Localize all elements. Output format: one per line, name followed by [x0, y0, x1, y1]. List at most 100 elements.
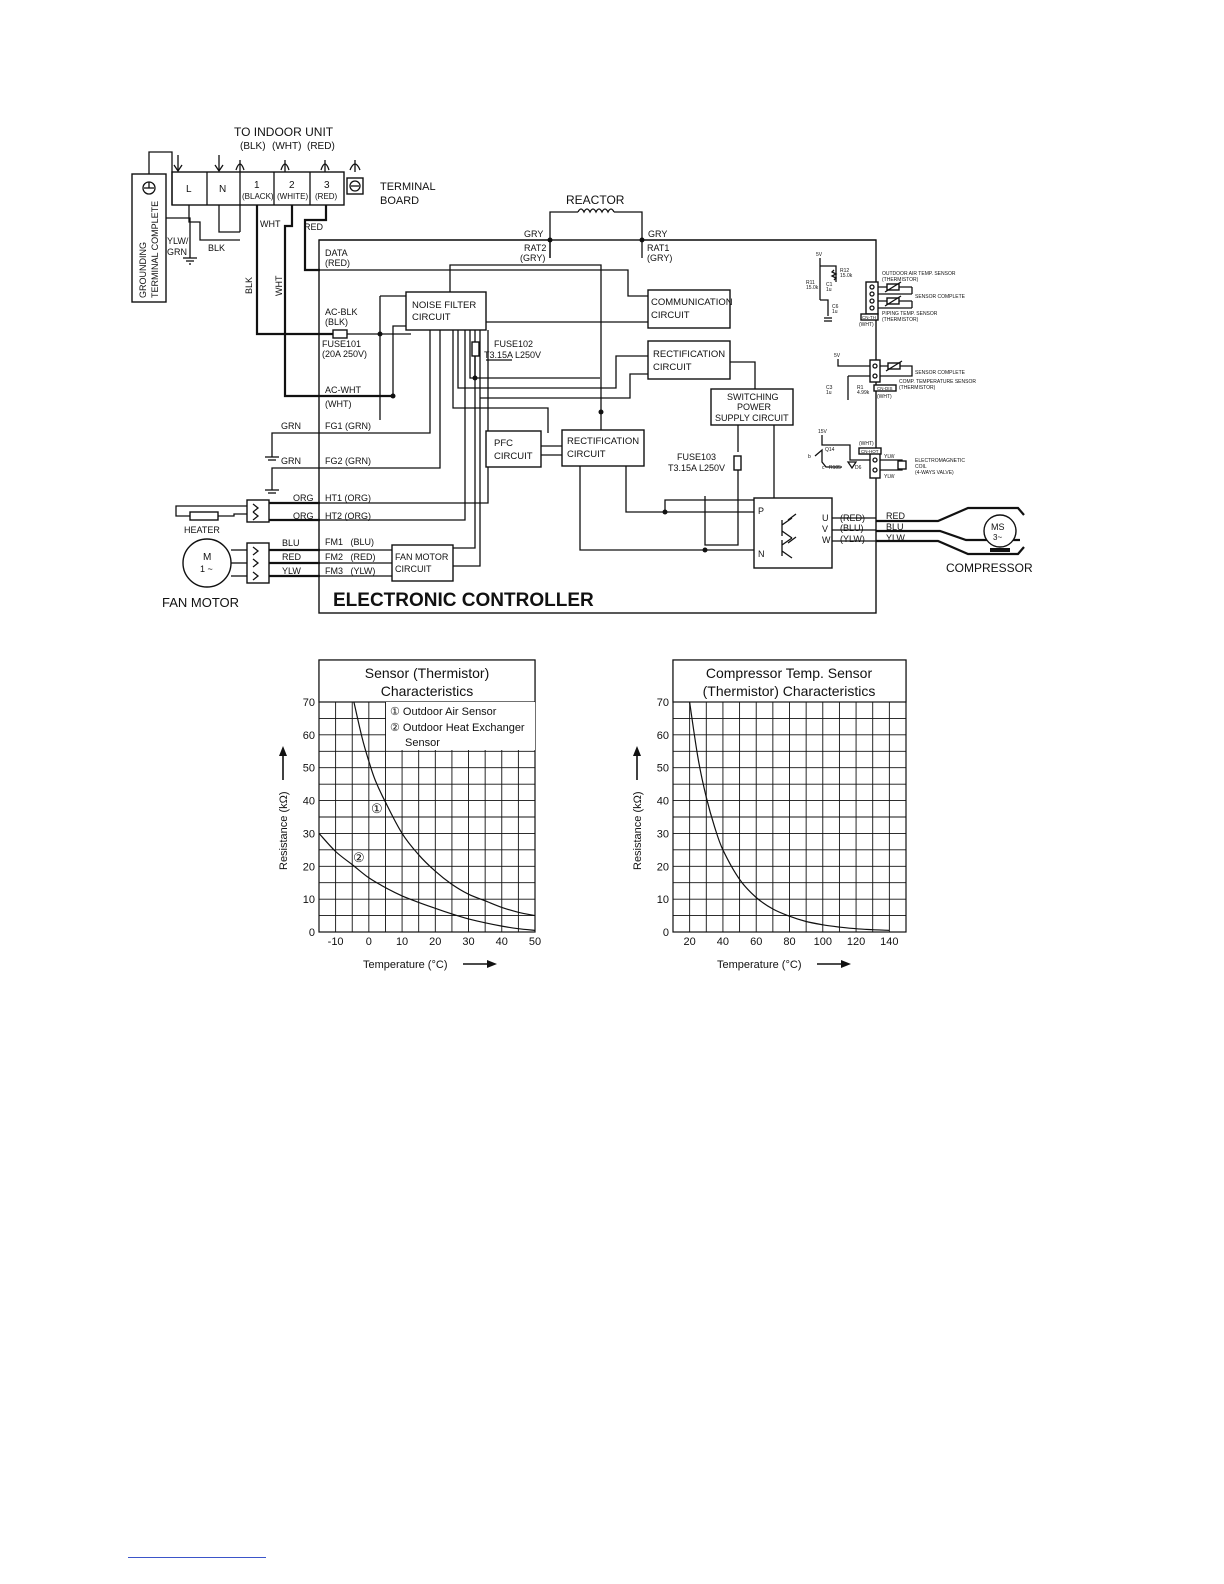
wiring-diagram: ELECTRONIC CONTROLLER TO INDOOR UNIT (BL…	[131, 125, 1033, 614]
terminal-board-label-2: BOARD	[380, 195, 419, 207]
fg1-wire	[271, 432, 320, 457]
chart1-title-line-1: Sensor (Thermistor)	[365, 665, 489, 681]
rectification-1-label-2: CIRCUIT	[653, 362, 692, 373]
thermistor-chart-2: Compressor Temp. Sensor (Thermistor) Cha…	[632, 659, 907, 971]
chart2-title-line-1: Compressor Temp. Sensor	[706, 665, 873, 681]
noise-filter-label-2: CIRCUIT	[412, 312, 451, 323]
chart1-legend-2: ② Outdoor Heat Exchanger	[390, 722, 525, 734]
fan-wire-ylw: YLW	[282, 566, 301, 576]
chart1-legend-1: ① Outdoor Air Sensor	[390, 706, 497, 718]
power-module: P N U V W	[753, 497, 833, 569]
indoor-color-red: (RED)	[307, 141, 335, 152]
c6-value: 1u	[832, 309, 838, 315]
chart2-y-tick: 40	[657, 796, 669, 808]
terminal-board-label-1: TERMINAL	[380, 181, 436, 193]
chart2-y-tick: 50	[657, 763, 669, 775]
terminal-3-sub: (RED)	[315, 192, 338, 201]
r12-label: R12	[840, 268, 849, 274]
pfc-circuit-box	[485, 430, 542, 468]
fuse101-label-2: (20A 250V)	[322, 349, 367, 359]
fan-wire-blu: BLU	[282, 538, 300, 548]
pin-v: V	[822, 524, 828, 534]
terminal-board: L N 1 (BLACK) 2 (WHITE) 3 (RED)	[171, 171, 364, 206]
chart1-x-tick: 10	[396, 936, 408, 948]
ht2-label: HT2 (ORG)	[325, 511, 371, 521]
fg1-label: FG1 (GRN)	[325, 421, 371, 431]
cn-dis-color: (WHT)	[877, 394, 892, 400]
chart1-xlabel: Temperature (°C)	[363, 959, 447, 971]
comp-temp-sensor-label-2: (THERMISTOR)	[899, 385, 936, 391]
chart1-title-box	[318, 659, 536, 703]
fg2-wire	[271, 467, 320, 490]
terminal-2: 2	[289, 180, 295, 191]
chart2-y-tick: 60	[657, 730, 669, 742]
cn-th-color: (WHT)	[859, 322, 874, 328]
chart1-y-tick: 70	[303, 697, 315, 709]
d6-label: D6	[855, 465, 862, 471]
fan-motor-circuit-label-2: CIRCUIT	[395, 564, 432, 574]
data-label-1: DATA	[325, 248, 348, 258]
compressor-label: COMPRESSOR	[946, 561, 1033, 575]
comp-wire-red: RED	[886, 511, 906, 521]
sensor-circuits: 5V R12 15.0k R11 15.0k C1 1u C6 1u OUTDO…	[806, 252, 976, 480]
electromagnetic-label-2: COIL	[915, 464, 927, 470]
ylw-label-2: YLW	[884, 474, 895, 480]
indoor-color-wht: (WHT)	[272, 141, 301, 152]
ac-wht-label-2: (WHT)	[325, 399, 352, 409]
chart2-x-tick: 60	[750, 936, 762, 948]
n-wire	[218, 205, 240, 233]
fuse101-label-1: FUSE101	[322, 339, 361, 349]
chart2-x-arrow	[817, 960, 851, 968]
footnote-rule	[128, 1557, 266, 1558]
fuse102-label-1: FUSE102	[494, 339, 533, 349]
electronic-controller-label: ELECTRONIC CONTROLLER	[333, 590, 594, 611]
noise-filter-circuit-box	[405, 291, 487, 331]
chart2-y-tick: 20	[657, 861, 669, 873]
data-label-2: (RED)	[325, 258, 350, 268]
chart1-x-arrow	[463, 960, 497, 968]
chart1-title-line-2: Characteristics	[381, 683, 474, 699]
chart2-y-arrow	[633, 746, 641, 780]
fuse102-symbol	[471, 341, 480, 357]
c-label: c	[822, 465, 825, 471]
c1-value: 1u	[826, 287, 832, 293]
cn-th-label: CN-TH	[862, 315, 876, 320]
sensor-complete-label-1: SENSOR COMPLETE	[915, 294, 966, 300]
fan-motor-circuit-box	[391, 544, 454, 582]
communication-circuit-box	[647, 289, 731, 329]
chart2-y-tick: 10	[657, 894, 669, 906]
chart2-x-tick: 100	[814, 936, 832, 948]
terminal-1: 1	[254, 180, 260, 191]
cn-hot-color: (WHT)	[859, 441, 874, 447]
fan-motor: M 1 ~ FAN MOTOR	[162, 538, 320, 610]
chart2-x-tick: 120	[847, 936, 865, 948]
compressor-phase: 3~	[993, 533, 1002, 542]
fuse103-label-1: FUSE103	[677, 452, 716, 462]
fan-motor-circuit-label-1: FAN MOTOR	[395, 552, 449, 562]
uvw-red: (RED)	[840, 513, 865, 523]
rat1-label-2: (GRY)	[647, 253, 672, 263]
chart1-y-arrow	[279, 746, 287, 780]
chart2-x-tick: 20	[684, 936, 696, 948]
c3-value: 1u	[826, 390, 832, 396]
to-indoor-unit-label: TO INDOOR UNIT	[234, 125, 334, 139]
r1-value: 4.99k	[857, 390, 870, 396]
fan-wire-red: RED	[282, 552, 302, 562]
ac-blk-label-2: (BLK)	[325, 317, 348, 327]
switching-label-3: SUPPLY CIRCUIT	[715, 413, 789, 423]
ht1-label: HT1 (ORG)	[325, 493, 371, 503]
chart1-x-tick: 20	[429, 936, 441, 948]
blk-label-vert: BLK	[244, 277, 254, 294]
uvw-blu: (BLU)	[840, 523, 864, 533]
chart1-ylabel: Resistance (kΩ)	[278, 791, 290, 870]
indoor-color-blk: (BLK)	[240, 141, 266, 152]
terminal-3: 3	[324, 180, 330, 191]
chart2-title-line-2: (Thermistor) Characteristics	[703, 683, 876, 699]
piping-sensor-label-2: (THERMISTOR)	[882, 317, 919, 323]
comp-wire-blu: BLU	[886, 522, 904, 532]
fifteen-v-label: 15V	[818, 429, 828, 435]
cn-dis-label: CN-DIS	[877, 386, 893, 391]
ylw-label-1: YLW	[884, 454, 895, 460]
rat1-label-1: RAT1	[647, 243, 669, 253]
chart2-y-tick: 70	[657, 697, 669, 709]
